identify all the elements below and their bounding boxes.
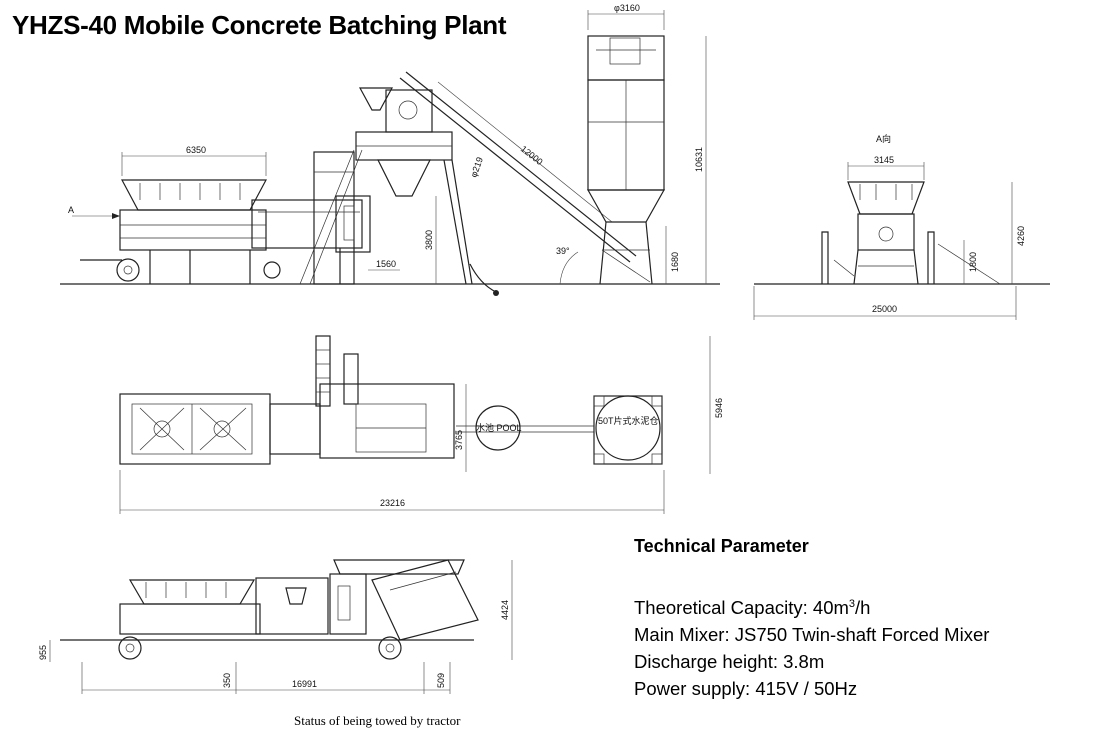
plan-view: 23216 5946 3765 水池 POOL 50T片式水泥仓	[119, 335, 724, 514]
dim-silo-diameter: φ3160	[614, 3, 640, 13]
dim-plan-inner-height: 3765	[454, 430, 464, 450]
dim-angle: 39°	[556, 246, 570, 256]
param-value-sup: 3	[848, 598, 856, 610]
param-mixer: Main Mixer: JS750 Twin-shaft Forced Mixe…	[634, 621, 1104, 648]
dim-silo-leg: 1680	[670, 252, 680, 272]
silo-plan-label: 50T片式水泥仓	[598, 415, 659, 426]
param-label: Discharge height:	[634, 651, 778, 673]
dim-tow-height: 4424	[500, 600, 510, 620]
param-value: JS750 Twin-shaft Forced Mixer	[734, 624, 990, 646]
dim-silo-height: 10631	[694, 147, 704, 172]
end-view: A向 3145 4260 1800 25000	[753, 133, 1050, 320]
param-label: Power supply:	[634, 678, 751, 700]
dim-conveyor-length: 12000	[519, 144, 545, 167]
view-arrow-label: A	[68, 205, 74, 215]
param-capacity: Theoretical Capacity: 40m3/h	[634, 591, 1104, 621]
towed-view: 4424 955 350 16991 509	[38, 559, 513, 694]
dim-hopper-width: 6350	[186, 145, 206, 155]
dim-discharge-height: 3800	[424, 230, 434, 250]
param-discharge-height: Discharge height: 3.8m	[634, 648, 1104, 675]
param-value: 415V / 50Hz	[755, 678, 858, 700]
param-label: Theoretical Capacity:	[634, 597, 808, 619]
dim-tow-rear: 509	[436, 673, 446, 688]
dim-end-width: 3145	[874, 155, 894, 165]
dim-hitch-height: 955	[38, 645, 48, 660]
param-value-tail: /h	[855, 597, 871, 619]
param-value: 40m	[812, 597, 849, 619]
dim-offset: 1560	[376, 259, 396, 269]
end-view-label: A向	[876, 133, 891, 144]
param-label: Main Mixer:	[634, 624, 730, 646]
param-power-supply: Power supply: 415V / 50Hz	[634, 675, 1104, 702]
dim-plan-height: 5946	[714, 398, 724, 418]
technical-parameters: Technical Parameter Theoretical Capacity…	[634, 536, 1104, 702]
dim-plan-length: 23216	[380, 498, 405, 508]
towed-caption: Status of being towed by tractor	[294, 713, 461, 728]
dim-total-width: 25000	[872, 304, 897, 314]
dim-pipe-diameter: φ219	[468, 156, 485, 179]
page-title: YHZS-40 Mobile Concrete Batching Plant	[12, 10, 507, 40]
dim-end-leg: 1800	[968, 252, 978, 272]
parameters-heading: Technical Parameter	[634, 536, 809, 556]
dim-tow-front: 350	[222, 673, 232, 688]
dim-tow-length: 16991	[292, 679, 317, 689]
dim-end-height: 4260	[1016, 226, 1026, 246]
param-value: 3.8m	[783, 651, 825, 673]
pool-label: 水池 POOL	[476, 422, 522, 433]
side-elevation: 6350 φ3160 12000 φ219 10631 3800 1560 39…	[60, 3, 720, 296]
